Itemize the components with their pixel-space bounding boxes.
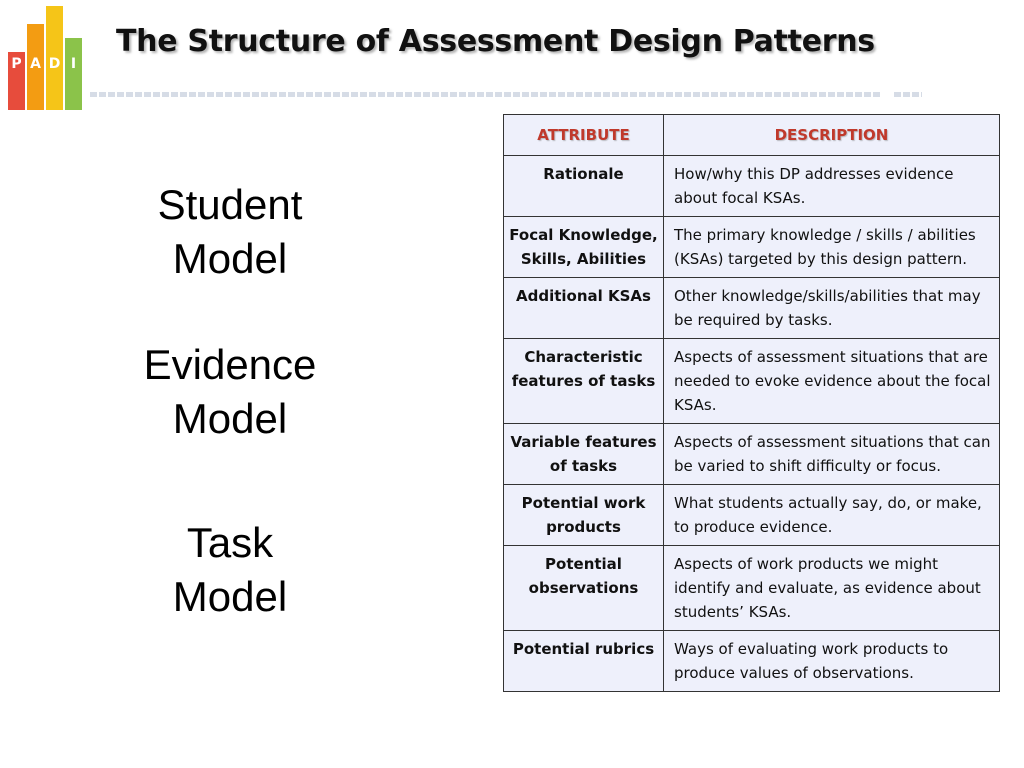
task-model-line1: Task: [186, 519, 274, 566]
row-description: The primary knowledge / skills / abiliti…: [663, 216, 1000, 278]
row-description: Other knowledge/skills/abilities that ma…: [663, 277, 1000, 339]
logo-bar-a: [27, 24, 44, 110]
student-model-line2: Model: [172, 235, 288, 282]
row-description: Aspects of work products we might identi…: [663, 545, 1000, 631]
row-attribute: Focal Knowledge, Skills, Abilities: [503, 216, 664, 278]
header-attribute: ATTRIBUTE: [503, 114, 664, 156]
row-attribute: Characteristic features of tasks: [503, 338, 664, 424]
title-divider-end: [894, 92, 922, 97]
row-attribute: Potential work products: [503, 484, 664, 546]
table-header-row: ATTRIBUTE DESCRIPTION: [503, 114, 1000, 156]
logo-letter-p: P: [11, 56, 22, 72]
row-description: What students actually say, do, or make,…: [663, 484, 1000, 546]
task-model-line2: Model: [172, 573, 288, 620]
row-attribute: Additional KSAs: [503, 277, 664, 339]
row-description: How/why this DP addresses evidence about…: [663, 155, 1000, 217]
row-description: Aspects of assessment situations that ca…: [663, 423, 1000, 485]
logo-bar-d: [46, 6, 63, 110]
row-attribute: Variable features of tasks: [503, 423, 664, 485]
design-pattern-table: ATTRIBUTE DESCRIPTION Rationale How/why …: [503, 114, 1000, 692]
table-row: Variable features of tasks Aspects of as…: [503, 423, 1000, 485]
slide-title: The Structure of Assessment Design Patte…: [116, 24, 875, 59]
padi-logo: P A D I: [8, 6, 84, 110]
table-row: Potential observations Aspects of work p…: [503, 545, 1000, 631]
row-attribute: Potential observations: [503, 545, 664, 631]
logo-letter-a: A: [30, 56, 41, 72]
logo-letter-d: D: [48, 56, 61, 72]
row-attribute: Potential rubrics: [503, 630, 664, 692]
row-attribute: Rationale: [503, 155, 664, 217]
table-row: Rationale How/why this DP addresses evid…: [503, 155, 1000, 217]
logo-bar-i: [65, 38, 82, 110]
student-model-label: Student Model: [120, 178, 340, 286]
table-row: Focal Knowledge, Skills, Abilities The p…: [503, 216, 1000, 278]
logo-letter-i: I: [70, 56, 77, 72]
table-row: Characteristic features of tasks Aspects…: [503, 338, 1000, 424]
student-model-line1: Student: [157, 181, 303, 228]
table-row: Potential rubrics Ways of evaluating wor…: [503, 630, 1000, 692]
logo-bar-p: [8, 52, 25, 110]
table-row: Potential work products What students ac…: [503, 484, 1000, 546]
evidence-model-line1: Evidence: [143, 341, 317, 388]
evidence-model-label: Evidence Model: [120, 338, 340, 446]
task-model-label: Task Model: [120, 516, 340, 624]
row-description: Ways of evaluating work products to prod…: [663, 630, 1000, 692]
title-divider: [90, 92, 880, 97]
header-description: DESCRIPTION: [663, 114, 1000, 156]
table-row: Additional KSAs Other knowledge/skills/a…: [503, 277, 1000, 339]
evidence-model-line2: Model: [172, 395, 288, 442]
row-description: Aspects of assessment situations that ar…: [663, 338, 1000, 424]
